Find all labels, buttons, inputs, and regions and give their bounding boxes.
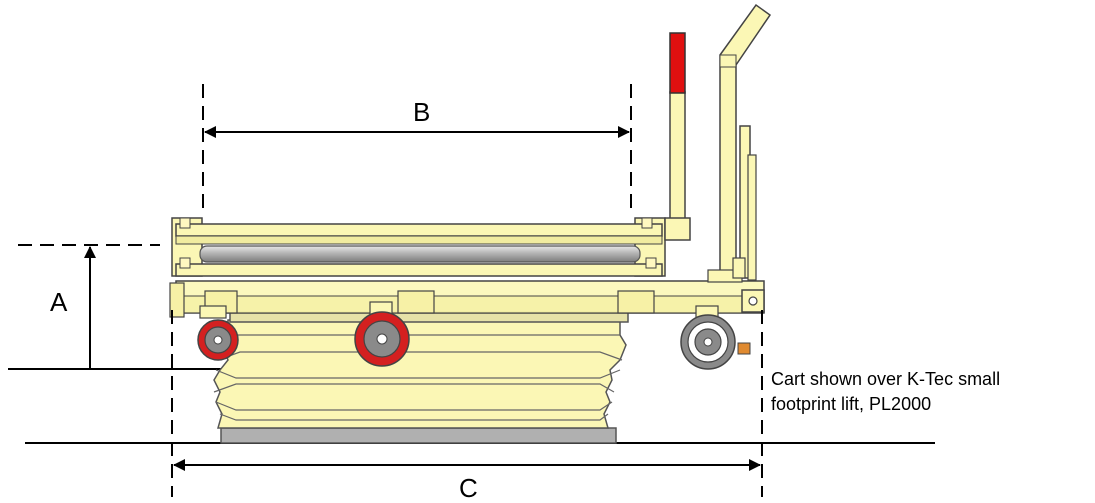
cart-top-deck — [171, 217, 666, 277]
push-handle — [707, 3, 772, 313]
caption-line-1: Cart shown over K-Tec small — [771, 369, 1001, 389]
lever-handle — [664, 32, 691, 241]
dimension-b-label: B — [413, 97, 431, 127]
lift-bellows — [213, 319, 627, 429]
lift-base-plate — [220, 427, 617, 444]
deck-roller — [199, 245, 641, 263]
caption-line-2: footprint lift, PL2000 — [771, 394, 932, 414]
middle-large-wheel — [354, 301, 410, 367]
dimension-c-label: C — [459, 473, 478, 503]
cart-base-frame — [169, 280, 765, 318]
rear-swivel-wheel — [680, 305, 751, 370]
lever-red-grip — [669, 32, 686, 94]
figure-caption: Cart shown over K-Tec small footprint li… — [771, 367, 1000, 417]
front-small-wheel — [197, 305, 239, 361]
dimension-a-label: A — [50, 287, 68, 317]
